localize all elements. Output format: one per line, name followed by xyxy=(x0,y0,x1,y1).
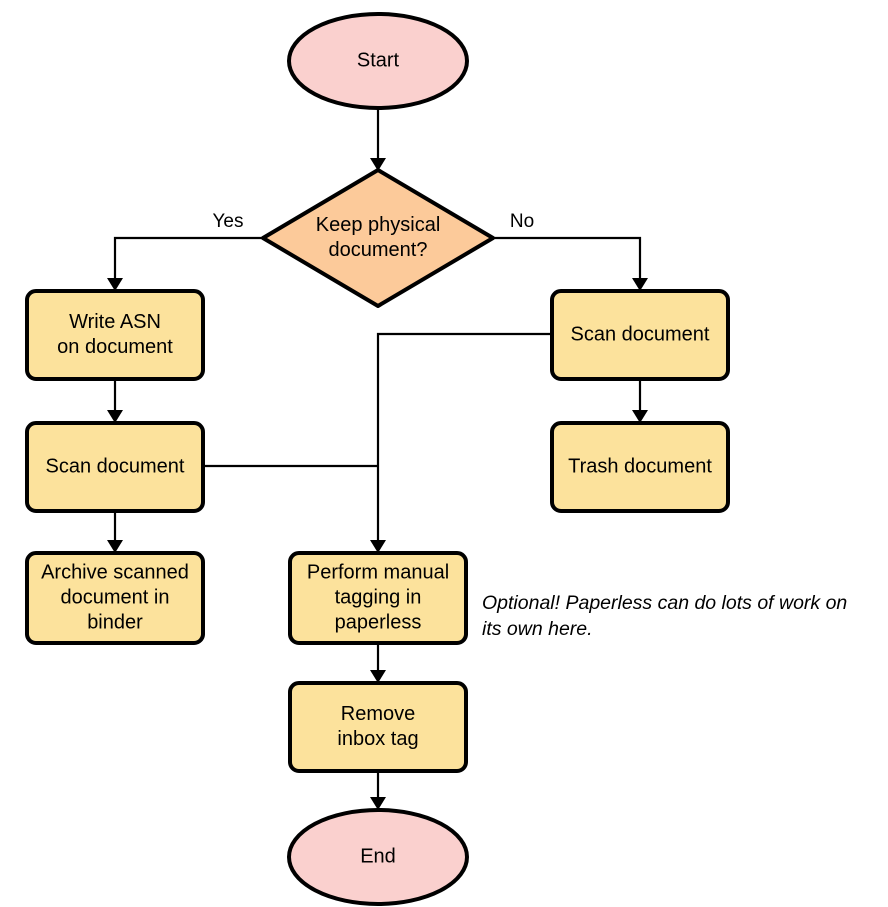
terminal-ellipse[interactable] xyxy=(287,808,469,906)
edge-arrowhead xyxy=(107,278,123,291)
node-scan-document-right[interactable]: Scan document xyxy=(550,289,730,381)
annotation-optional-note: Optional! Paperless can do lots of work … xyxy=(482,592,847,640)
process-box[interactable] xyxy=(288,551,468,645)
node-label: on document xyxy=(57,336,173,358)
node-label: Archive scanned xyxy=(41,561,189,583)
edge-arrowhead xyxy=(370,670,386,683)
edge-arrowhead xyxy=(107,410,123,423)
terminal-ellipse[interactable] xyxy=(287,12,469,110)
node-scan-document-left[interactable]: Scan document xyxy=(25,421,205,513)
node-label: document? xyxy=(329,239,428,261)
edge-line xyxy=(493,236,642,286)
node-archive-scanned-document-in-binder[interactable]: Archive scanned document in binder xyxy=(25,551,205,645)
node-keep-physical-document[interactable]: Keep physical document? xyxy=(261,168,495,308)
process-box[interactable] xyxy=(25,421,205,513)
edge-arrowhead xyxy=(370,158,386,171)
node-label: End xyxy=(360,845,396,867)
node-label: Trash document xyxy=(568,455,712,477)
edge-manual-tagging-to-remove-inbox-tag xyxy=(370,643,386,683)
edge-decision-no-to-scan-right: No xyxy=(493,211,648,291)
edge-arrowhead xyxy=(107,540,123,553)
edge-scan-right-to-trash xyxy=(632,379,648,423)
node-write-asn-on-document[interactable]: Write ASN on document xyxy=(25,289,205,381)
node-label: document in xyxy=(61,586,170,608)
node-label: Write ASN xyxy=(69,311,161,333)
process-box[interactable] xyxy=(25,289,205,381)
annotation-line: its own here. xyxy=(482,618,593,640)
annotations-layer: Optional! Paperless can do lots of work … xyxy=(482,592,847,640)
process-box[interactable] xyxy=(550,289,730,381)
edge-remove-inbox-tag-to-end xyxy=(370,771,386,810)
edge-scan-right-to-manual-tagging xyxy=(370,332,552,553)
node-remove-inbox-tag[interactable]: Remove inbox tag xyxy=(288,681,468,773)
edge-line xyxy=(113,236,263,286)
node-label: Remove xyxy=(341,703,415,725)
edge-arrowhead xyxy=(632,410,648,423)
node-label: inbox tag xyxy=(337,728,418,750)
edge-write-asn-to-scan-left xyxy=(107,379,123,423)
node-label: binder xyxy=(87,611,143,633)
process-box[interactable] xyxy=(550,421,730,513)
edges-layer: Yes No xyxy=(107,108,648,810)
process-box[interactable] xyxy=(288,681,468,773)
process-box[interactable] xyxy=(25,551,205,645)
node-label: Scan document xyxy=(46,455,185,477)
node-start[interactable]: Start xyxy=(287,12,469,110)
edge-line xyxy=(376,332,552,548)
node-label: Scan document xyxy=(571,323,710,345)
node-label: paperless xyxy=(335,611,422,633)
edge-arrowhead xyxy=(370,797,386,810)
node-label: Keep physical xyxy=(316,214,441,236)
node-label: Perform manual xyxy=(307,561,449,583)
node-label: Start xyxy=(357,49,400,71)
edge-start-to-decision xyxy=(370,108,386,171)
node-label: tagging in xyxy=(335,586,422,608)
edge-label-no: No xyxy=(510,211,534,232)
node-end[interactable]: End xyxy=(287,808,469,906)
edge-decision-yes-to-write-asn: Yes xyxy=(107,211,263,291)
annotation-line: Optional! Paperless can do lots of work … xyxy=(482,592,847,614)
edge-arrowhead xyxy=(370,540,386,553)
edge-scan-left-to-archive xyxy=(107,511,123,553)
decision-diamond[interactable] xyxy=(261,168,495,308)
edge-arrowhead xyxy=(632,278,648,291)
node-perform-manual-tagging-in-paperless[interactable]: Perform manual tagging in paperless xyxy=(288,551,468,645)
node-trash-document[interactable]: Trash document xyxy=(550,421,730,513)
edge-label-yes: Yes xyxy=(213,211,244,232)
